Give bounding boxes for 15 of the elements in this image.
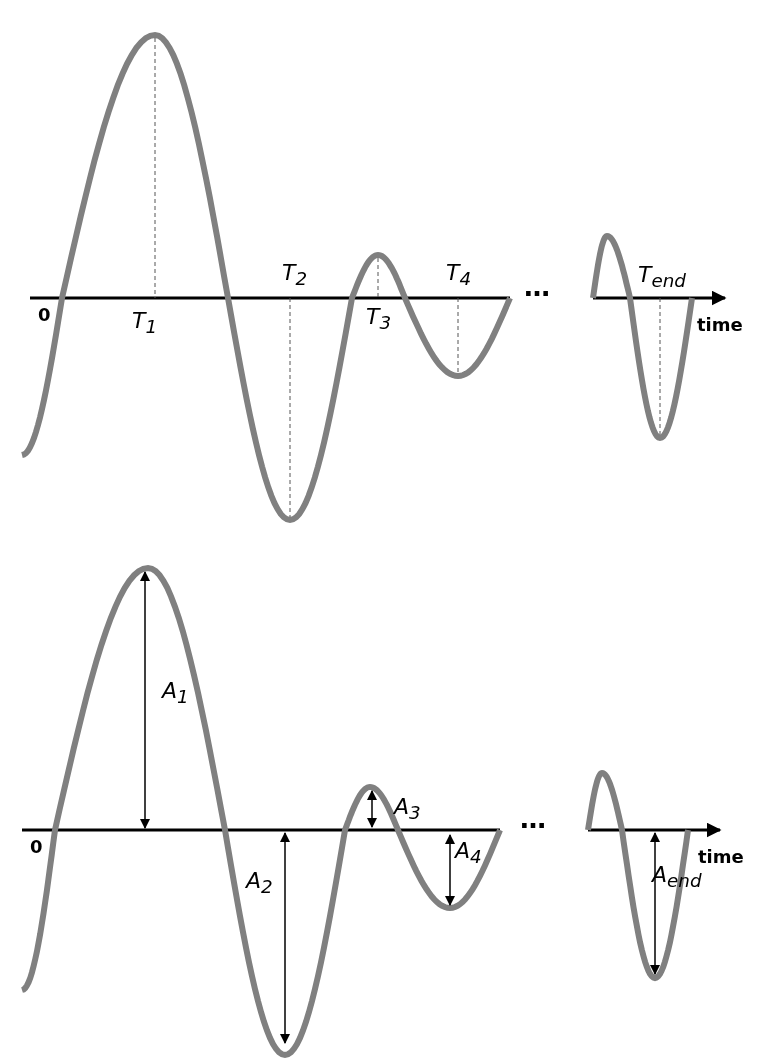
amplitude-label: A$_{2}$ xyxy=(246,870,273,897)
amplitude-label: A$_{1}$ xyxy=(162,680,189,707)
amplitude-label: A$_{3}$ xyxy=(394,796,421,823)
period-label: T$_{4}$ xyxy=(446,262,472,289)
origin-label: 0 xyxy=(38,306,51,324)
ellipsis: … xyxy=(524,274,550,300)
period-label: T$_{end}$ xyxy=(638,264,686,291)
amplitude-label: A$_{4}$ xyxy=(455,840,482,867)
ellipsis: … xyxy=(520,806,546,832)
period-label: T$_{1}$ xyxy=(132,310,158,337)
period-label: T$_{2}$ xyxy=(282,262,308,289)
origin-label: 0 xyxy=(30,838,43,856)
axis-label: time xyxy=(698,848,744,866)
axis-label: time xyxy=(697,316,743,334)
period-label: T$_{3}$ xyxy=(366,306,392,333)
